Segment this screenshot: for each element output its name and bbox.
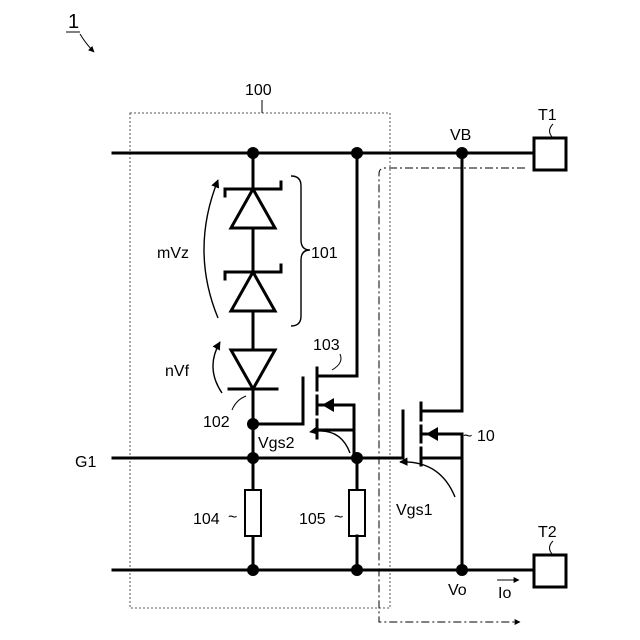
svg-text:~: ~ xyxy=(228,509,237,526)
svg-text:Vgs1: Vgs1 xyxy=(396,502,433,519)
label-io: Io xyxy=(497,580,519,602)
label-vo: Vo xyxy=(448,582,467,599)
resistor-104: 104 ~ xyxy=(193,490,261,536)
svg-text:100: 100 xyxy=(245,82,272,99)
svg-text:~: ~ xyxy=(463,428,472,445)
mvz-annotation: mVz xyxy=(157,180,218,318)
svg-text:Io: Io xyxy=(498,585,511,602)
svg-text:101: 101 xyxy=(311,245,338,262)
svg-text:T1: T1 xyxy=(538,107,557,124)
vgs1-annotation: Vgs1 xyxy=(396,462,455,519)
label-g1: G1 xyxy=(75,454,96,471)
svg-text:T2: T2 xyxy=(538,524,557,541)
svg-text:103: 103 xyxy=(313,337,340,354)
figure-number: 1 xyxy=(66,11,94,52)
label-vb: VB xyxy=(450,127,471,144)
current-path xyxy=(379,168,525,622)
svg-text:nVf: nVf xyxy=(165,363,190,380)
svg-text:10: 10 xyxy=(477,428,495,445)
svg-text:mVz: mVz xyxy=(157,245,189,262)
diode-102 xyxy=(229,350,277,389)
svg-text:Vgs2: Vgs2 xyxy=(258,435,295,452)
resistor-105: 105 ~ xyxy=(299,458,365,570)
terminal-t1: T1 xyxy=(534,107,566,170)
svg-text:104: 104 xyxy=(193,511,220,528)
nvf-annotation: nVf xyxy=(165,342,222,393)
zener-diode-2 xyxy=(225,265,281,311)
brace-101: 101 xyxy=(291,176,338,326)
terminal-t2: T2 xyxy=(534,524,566,587)
mosfet-103: 103 xyxy=(313,153,357,458)
svg-text:~: ~ xyxy=(334,509,343,526)
svg-text:1: 1 xyxy=(68,11,79,33)
svg-text:105: 105 xyxy=(299,511,326,528)
svg-text:102: 102 xyxy=(203,414,230,431)
label-102: 102 xyxy=(203,396,246,431)
vgs2-annotation: Vgs2 xyxy=(258,431,350,453)
zener-diode-1 xyxy=(225,182,281,228)
